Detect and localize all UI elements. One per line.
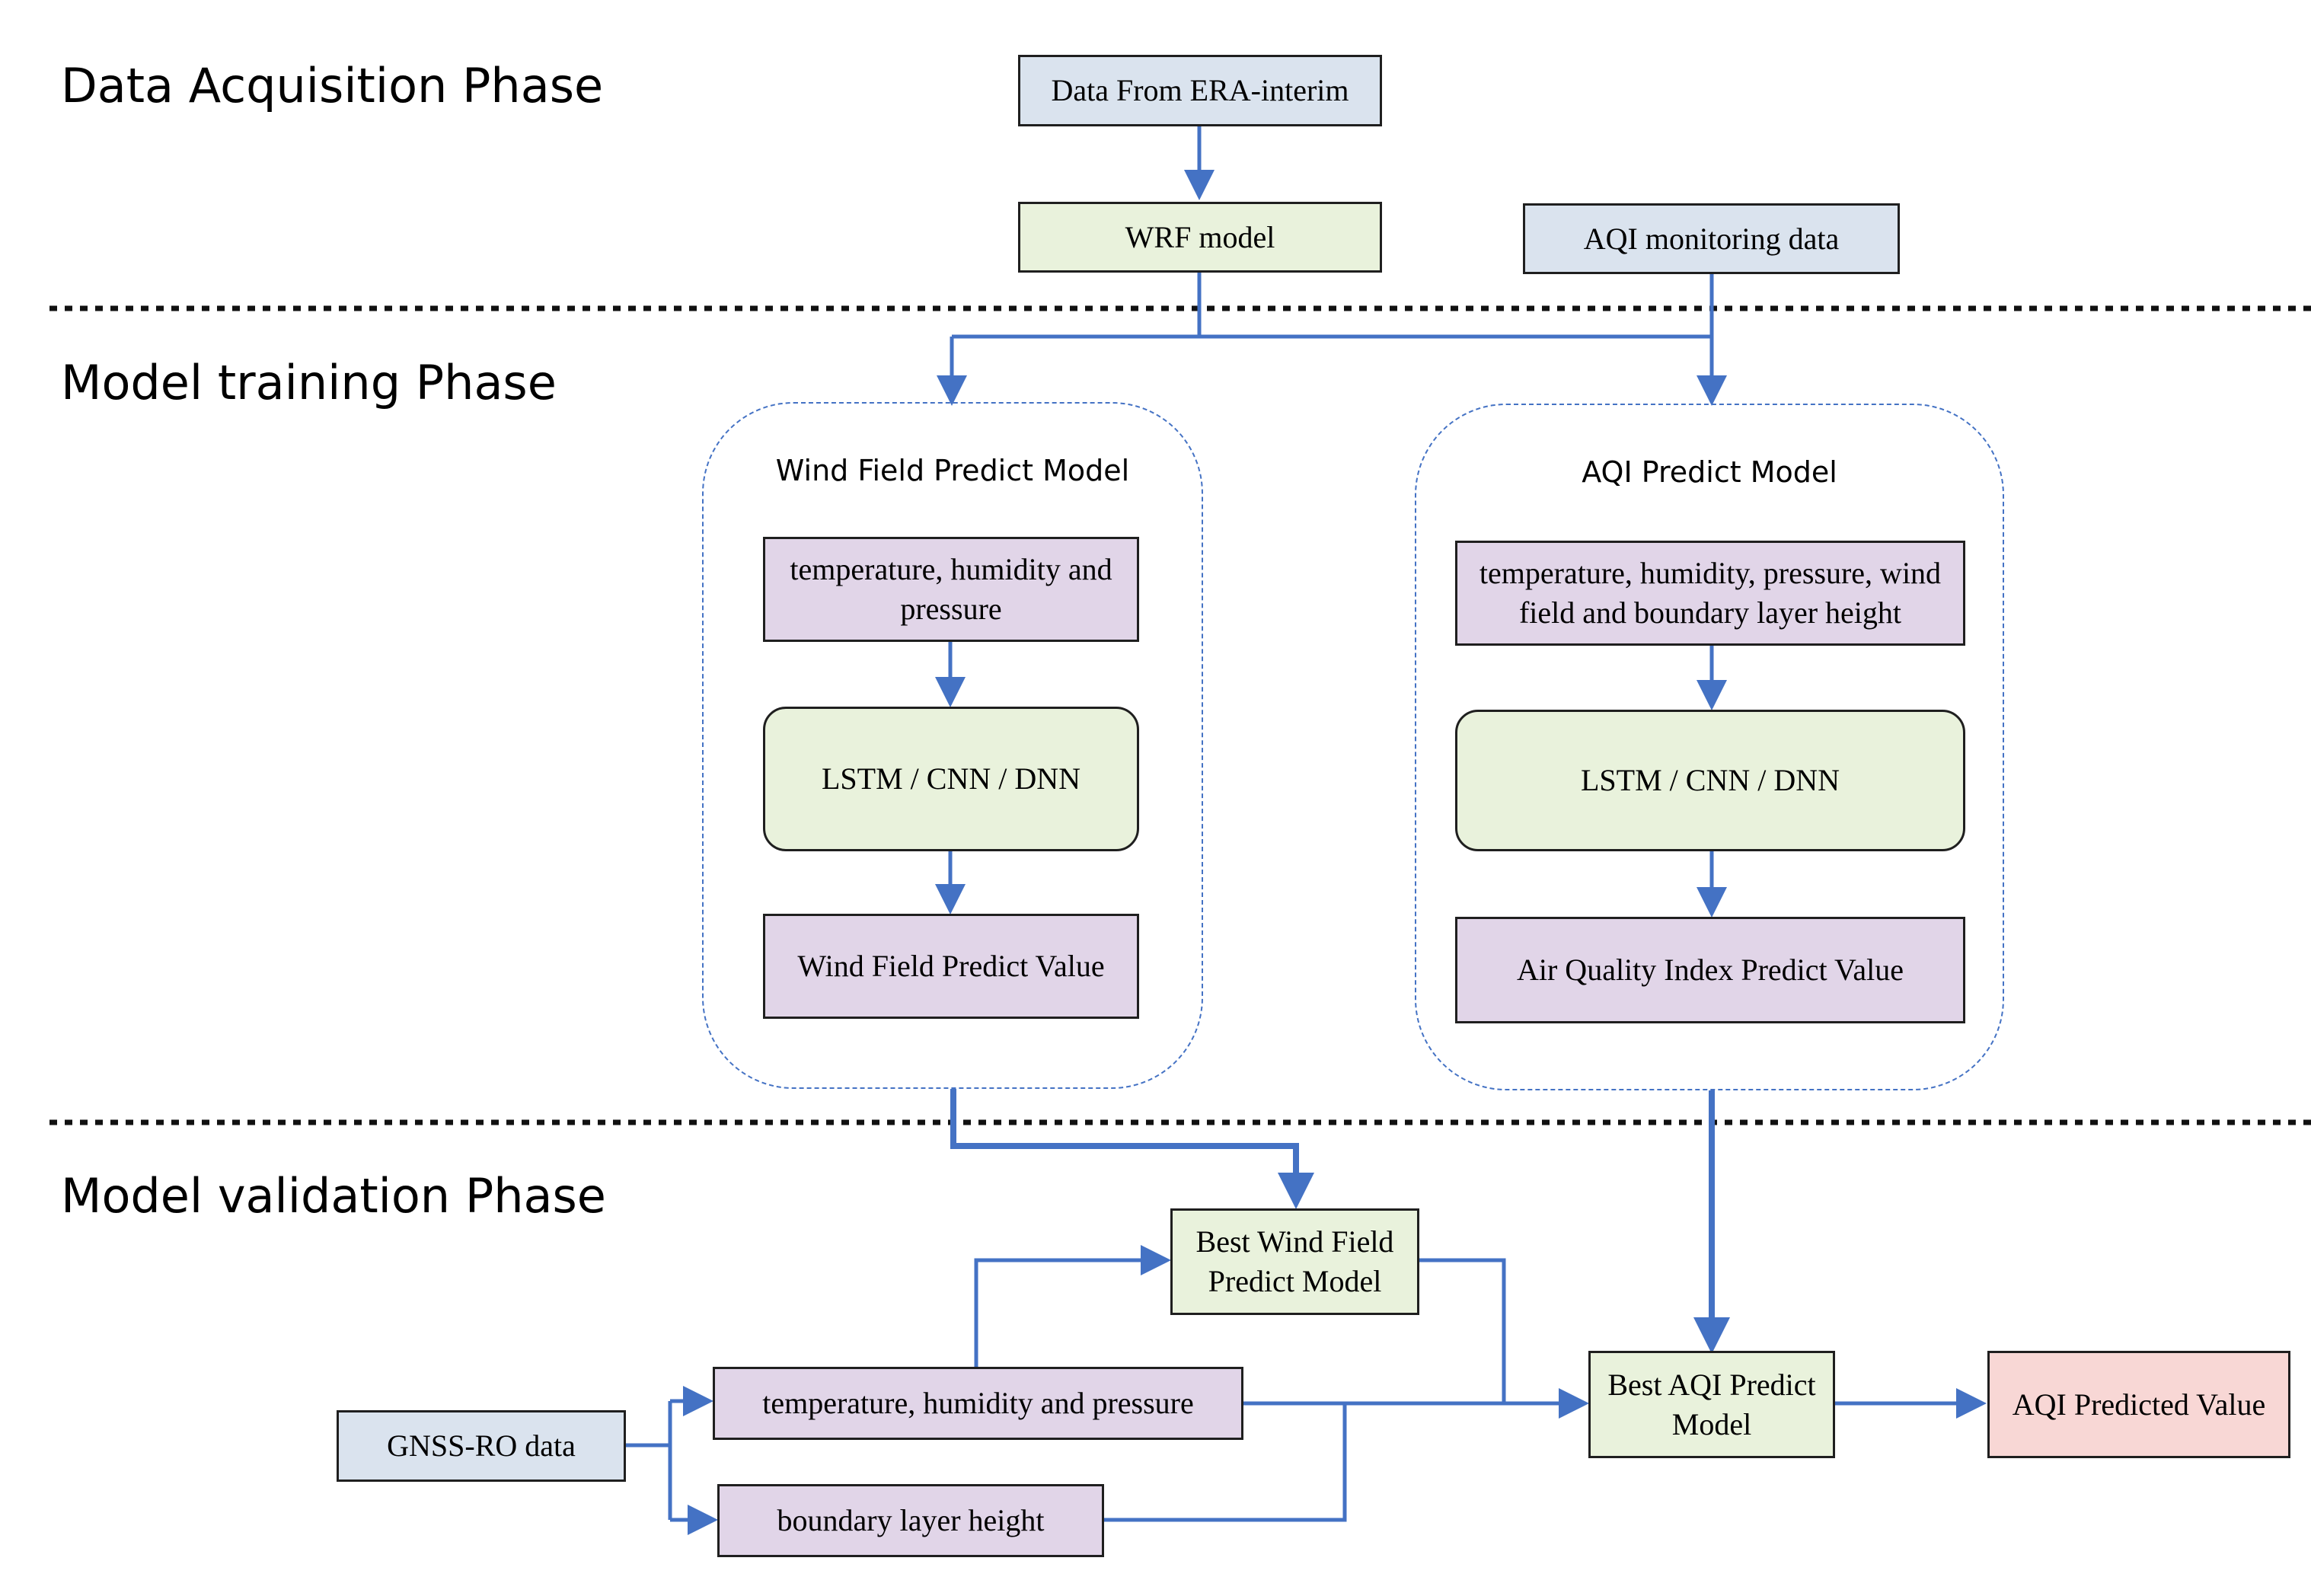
best-aqi-model-label: Best AQI Predict Model — [1607, 1367, 1816, 1441]
wind-network-label: LSTM / CNN / DNN — [821, 761, 1081, 796]
aqi-network-label: LSTM / CNN / DNN — [1580, 763, 1840, 797]
best-wind-model-label: Best Wind Field Predict Model — [1195, 1224, 1394, 1298]
wind-model-title: Wind Field Predict Model — [775, 454, 1130, 487]
phase-title-validation: Model validation Phase — [61, 1168, 606, 1224]
aqi-monitoring-box: AQI monitoring data — [1523, 203, 1900, 274]
wrf-model-box: WRF model — [1018, 202, 1382, 273]
arrow-wind-group-to-best-wind — [950, 1089, 1314, 1209]
validation-blh-label: boundary layer height — [777, 1503, 1045, 1537]
wind-inputs-box: temperature, humidity and pressure — [763, 537, 1139, 642]
wind-inputs-label: temperature, humidity and pressure — [790, 552, 1112, 626]
era-interim-box: Data From ERA-interim — [1018, 55, 1382, 126]
aqi-network-box: LSTM / CNN / DNN — [1455, 710, 1965, 851]
aqi-inputs-box: temperature, humidity, pressure, wind fi… — [1455, 541, 1965, 646]
phase-title-training: Model training Phase — [61, 355, 557, 410]
wind-output-box: Wind Field Predict Value — [763, 914, 1139, 1019]
arrow-thp-to-best-wind — [974, 1245, 1171, 1367]
aqi-predicted-value-box: AQI Predicted Value — [1987, 1351, 2290, 1458]
best-aqi-model-box: Best AQI Predict Model — [1588, 1351, 1835, 1458]
aqi-inputs-label: temperature, humidity, pressure, wind fi… — [1479, 556, 1942, 630]
best-wind-model-box: Best Wind Field Predict Model — [1170, 1208, 1419, 1315]
wind-network-box: LSTM / CNN / DNN — [763, 707, 1139, 851]
validation-thp-label: temperature, humidity and pressure — [762, 1386, 1194, 1420]
aqi-model-group — [1415, 404, 2004, 1090]
era-interim-label: Data From ERA-interim — [1051, 73, 1349, 107]
aqi-model-title: AQI Predict Model — [1582, 455, 1837, 489]
gnss-ro-label: GNSS-RO data — [387, 1428, 576, 1463]
validation-blh-box: boundary layer height — [717, 1484, 1104, 1557]
aqi-output-label: Air Quality Index Predict Value — [1516, 953, 1904, 987]
wind-model-group — [702, 402, 1203, 1089]
aqi-predicted-value-label: AQI Predicted Value — [2012, 1387, 2266, 1422]
phase-title-acquisition: Data Acquisition Phase — [61, 58, 604, 113]
aqi-monitoring-label: AQI monitoring data — [1583, 221, 1840, 256]
validation-thp-box: temperature, humidity and pressure — [713, 1367, 1243, 1440]
line-best-wind-to-bus — [1419, 1258, 1506, 1403]
line-blh-to-bus — [1104, 1403, 1347, 1522]
wind-output-label: Wind Field Predict Value — [797, 949, 1105, 983]
wrf-model-label: WRF model — [1125, 219, 1275, 254]
aqi-output-box: Air Quality Index Predict Value — [1455, 917, 1965, 1023]
gnss-ro-box: GNSS-RO data — [337, 1410, 626, 1482]
